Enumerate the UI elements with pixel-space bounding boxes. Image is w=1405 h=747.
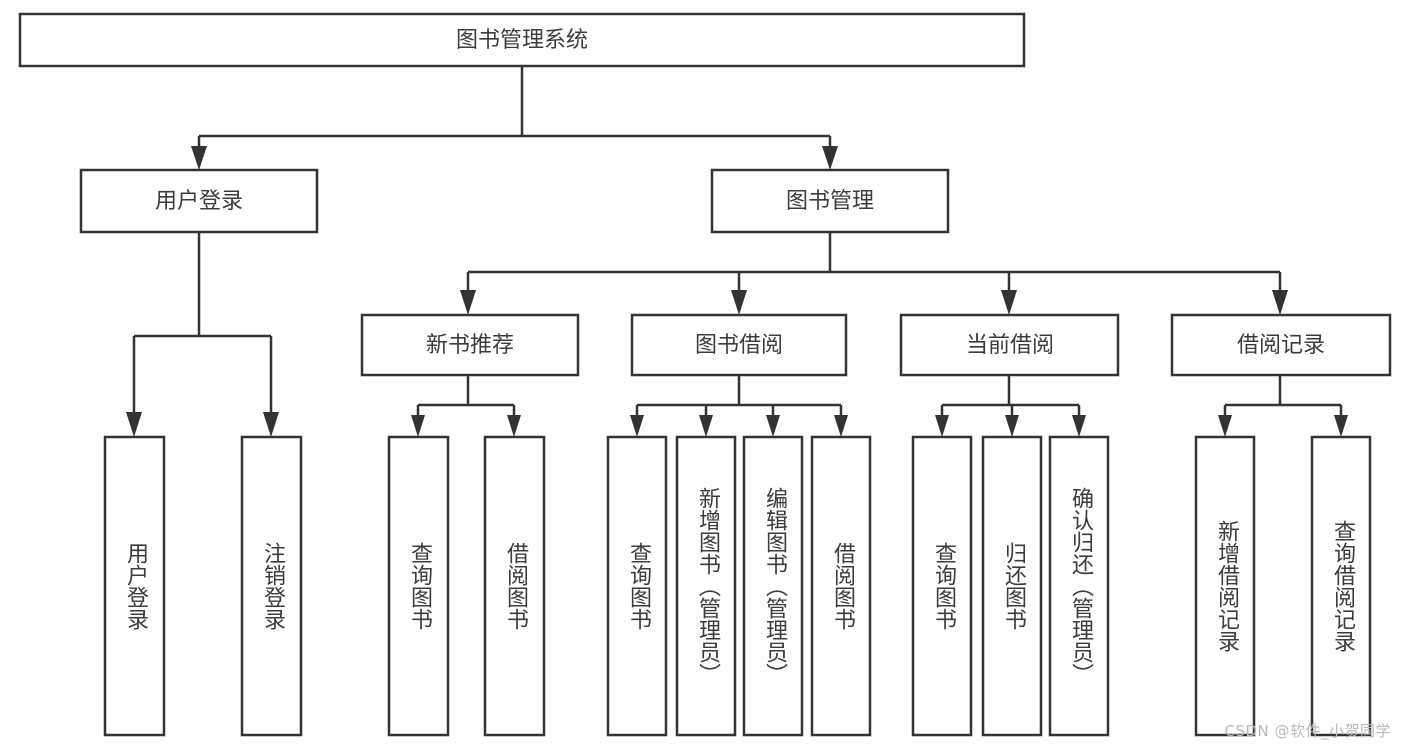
arrow-head-borrow-record: [1272, 290, 1288, 315]
node-new-book-recommend[interactable]: 新书推荐: [360, 313, 580, 377]
node-leaf-query-book-2[interactable]: 查询图书: [606, 435, 668, 737]
node-leaf-user-logout-box[interactable]: [240, 435, 303, 737]
arrow-head-book-borrow: [731, 290, 747, 315]
node-leaf-query-book-3-box[interactable]: [911, 435, 973, 737]
node-leaf-add-record-label: 新增借阅记录: [1214, 520, 1240, 652]
node-leaf-add-record[interactable]: 新增借阅记录: [1194, 435, 1256, 737]
node-leaf-query-book-2-label: 查询图书: [626, 542, 652, 630]
csdn-watermark: CSDN @软件_小贺同学: [1224, 722, 1391, 740]
node-leaf-edit-book-box[interactable]: [742, 435, 804, 737]
arrow-head-leaf-add-record: [1218, 415, 1232, 437]
node-leaf-borrow-book-1[interactable]: 借阅图书: [483, 435, 546, 737]
node-user-login[interactable]: 用户登录: [79, 168, 319, 234]
node-leaf-query-book-3[interactable]: 查询图书: [911, 435, 973, 737]
node-leaf-edit-book[interactable]: 编辑图书（管理员）: [742, 435, 804, 737]
node-leaf-confirm-return-box[interactable]: [1048, 435, 1110, 737]
node-leaf-add-record-box[interactable]: [1194, 435, 1256, 737]
node-leaf-add-book-box[interactable]: [675, 435, 737, 737]
arrow-head-new-book-recommend: [460, 290, 476, 315]
node-leaf-query-book-2-box[interactable]: [606, 435, 668, 737]
arrow-head-leaf-query-book-2: [630, 415, 644, 437]
arrow-head-leaf-query-book-3: [935, 415, 949, 437]
arrow-head-current-borrow: [1001, 290, 1017, 315]
arrow-head-leaf-user-login: [126, 412, 142, 437]
node-leaf-borrow-book-2-label: 借阅图书: [830, 542, 856, 630]
node-book-borrow[interactable]: 图书借阅: [630, 313, 848, 377]
node-leaf-add-book-label: 新增图书（管理员）: [695, 487, 721, 685]
node-leaf-confirm-return[interactable]: 确认归还（管理员）: [1048, 435, 1110, 737]
node-leaf-edit-book-label: 编辑图书（管理员）: [762, 487, 788, 685]
node-leaf-confirm-return-label: 确认归还（管理员）: [1068, 487, 1094, 685]
node-new-book-recommend-label: 新书推荐: [426, 333, 514, 358]
arrow-head-book-manage: [822, 146, 838, 170]
node-leaf-borrow-book-2-box[interactable]: [810, 435, 872, 737]
node-leaf-query-book-1-box[interactable]: [387, 435, 450, 737]
arrow-head-user-login: [191, 146, 207, 170]
node-borrow-record-box[interactable]: [1170, 313, 1392, 377]
node-new-book-recommend-box[interactable]: [360, 313, 580, 377]
node-leaf-query-record-label: 查询借阅记录: [1330, 520, 1356, 652]
node-leaf-query-record-box[interactable]: [1310, 435, 1372, 737]
node-root[interactable]: 图书管理系统: [18, 12, 1026, 68]
node-root-box[interactable]: [18, 12, 1026, 68]
arrow-head-leaf-query-book-1: [411, 415, 425, 437]
node-leaf-user-logout-label: 注销登录: [260, 542, 286, 630]
node-book-manage-box[interactable]: [710, 168, 950, 234]
node-current-borrow[interactable]: 当前借阅: [899, 313, 1120, 377]
node-book-borrow-label: 图书借阅: [695, 333, 783, 358]
node-leaf-user-login[interactable]: 用户登录: [103, 435, 166, 737]
arrow-head-leaf-borrow-book-1: [507, 415, 521, 437]
arrow-head-leaf-confirm-return: [1072, 415, 1086, 437]
node-root-label: 图书管理系统: [456, 28, 588, 53]
node-book-borrow-box[interactable]: [630, 313, 848, 377]
node-leaf-query-book-1-label: 查询图书: [407, 542, 433, 630]
node-leaf-user-login-label: 用户登录: [123, 542, 149, 630]
node-leaf-add-book[interactable]: 新增图书（管理员）: [675, 435, 737, 737]
arrow-head-leaf-query-record: [1334, 415, 1348, 437]
node-leaf-return-book-label: 归还图书: [1001, 542, 1027, 630]
node-leaf-query-book-3-label: 查询图书: [931, 542, 957, 630]
node-borrow-record[interactable]: 借阅记录: [1170, 313, 1392, 377]
node-leaf-query-record[interactable]: 查询借阅记录: [1310, 435, 1372, 737]
node-leaf-borrow-book-2[interactable]: 借阅图书: [810, 435, 872, 737]
node-book-manage-label: 图书管理: [786, 189, 874, 214]
node-leaf-borrow-book-1-box[interactable]: [483, 435, 546, 737]
node-user-login-label: 用户登录: [155, 189, 243, 214]
arrow-head-leaf-user-logout: [263, 412, 279, 437]
arrow-head-leaf-edit-book: [766, 415, 780, 437]
node-book-manage[interactable]: 图书管理: [710, 168, 950, 234]
arrow-head-leaf-add-book: [699, 415, 713, 437]
connector-layer: [126, 66, 1348, 437]
node-leaf-query-book-1[interactable]: 查询图书: [387, 435, 450, 737]
node-leaf-return-book-box[interactable]: [981, 435, 1043, 737]
arrow-head-leaf-return-book: [1005, 415, 1019, 437]
node-leaf-user-logout[interactable]: 注销登录: [240, 435, 303, 737]
node-current-borrow-label: 当前借阅: [966, 333, 1054, 358]
node-current-borrow-box[interactable]: [899, 313, 1120, 377]
arrow-head-leaf-borrow-book-2: [834, 415, 848, 437]
node-user-login-box[interactable]: [79, 168, 319, 234]
node-leaf-user-login-box[interactable]: [103, 435, 166, 737]
node-borrow-record-label: 借阅记录: [1237, 333, 1325, 358]
node-leaf-borrow-book-1-label: 借阅图书: [503, 542, 529, 630]
node-leaf-return-book[interactable]: 归还图书: [981, 435, 1043, 737]
